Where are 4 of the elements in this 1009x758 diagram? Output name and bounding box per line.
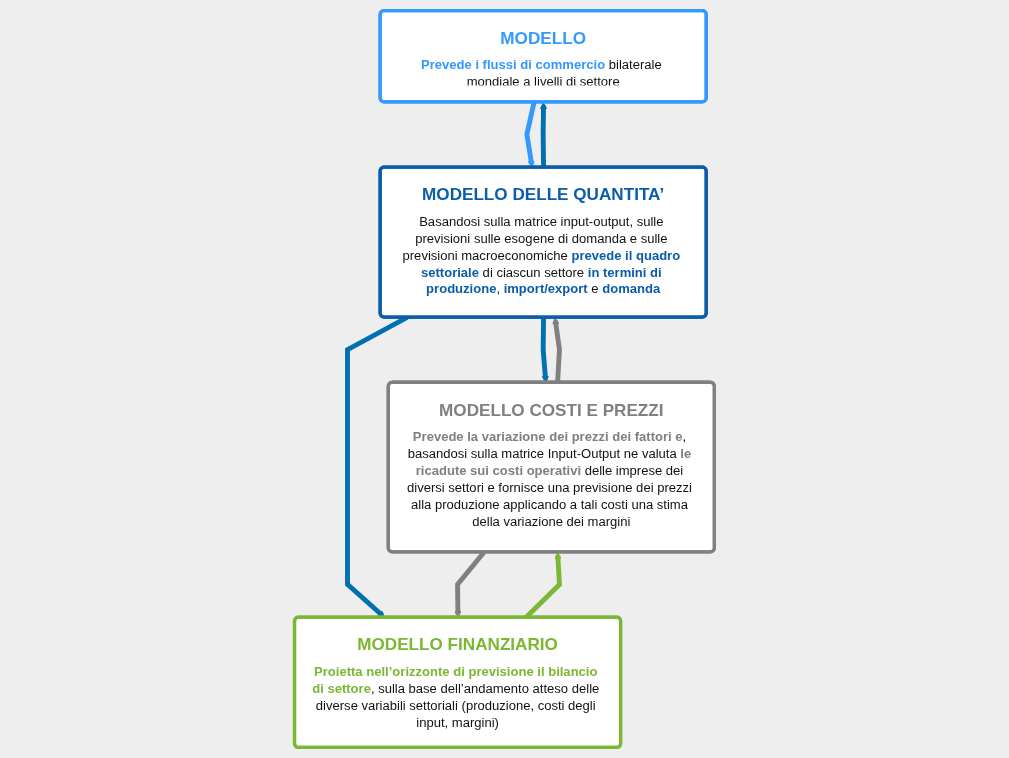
arrow [552,317,562,383]
arrow [540,317,549,383]
arrow [539,101,548,168]
arrow [524,101,537,168]
